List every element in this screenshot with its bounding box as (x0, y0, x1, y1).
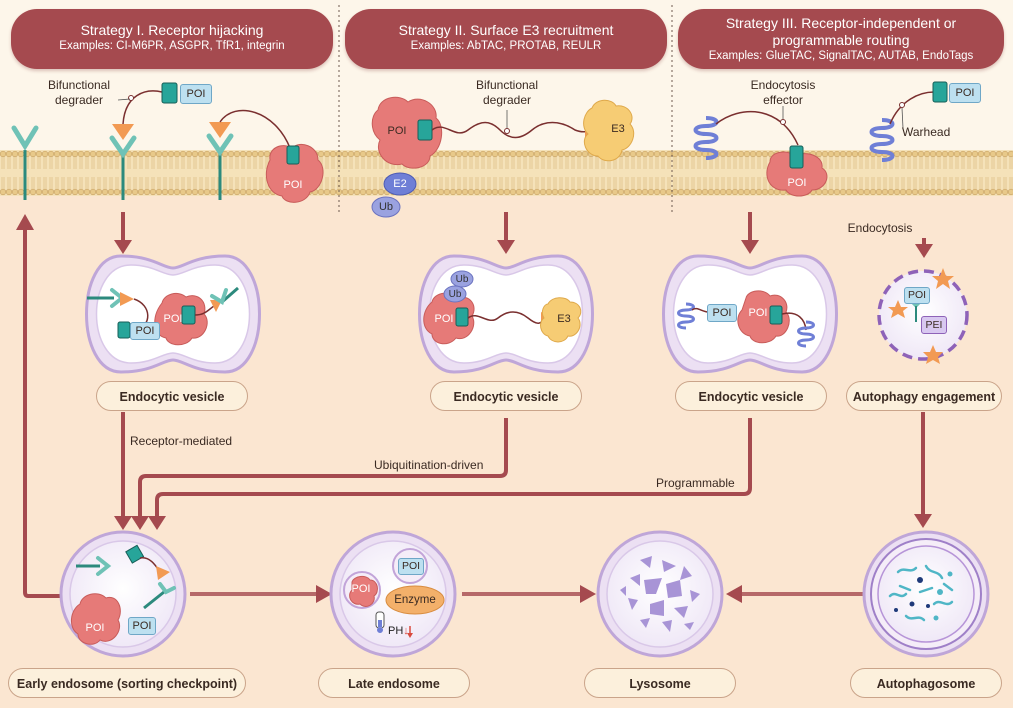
poi-protein-membrane-2 (371, 96, 443, 169)
early-endosome-body (59, 530, 187, 658)
endocytic-vesicle-label-2: Endocytic vesicle (430, 381, 582, 411)
e3-tag-1: E3 (611, 123, 625, 135)
strategy-2-header: Strategy II. Surface E3 recruitment Exam… (345, 9, 667, 69)
poi-tag-11: POI (904, 287, 930, 304)
endocytosis-label: Endocytosis (847, 221, 913, 235)
bifunctional-degrader-label-2: Bifunctional degrader (466, 78, 548, 108)
bifunctional-label-line2: degrader (482, 93, 532, 107)
strategy-3-header: Strategy III. Receptor-independent or pr… (678, 9, 1004, 69)
strategy-1-title: Strategy I. Receptor hijacking (80, 22, 264, 38)
endocytic-vesicle-label-1: Endocytic vesicle (96, 381, 248, 411)
programmable-label: Programmable (656, 476, 735, 490)
effector-linker (715, 111, 799, 146)
autophagy-engagement-vesicle (877, 268, 969, 364)
e2-enzyme (383, 172, 417, 196)
endocytosis-effector-label: Endocytosis effector (738, 78, 828, 108)
ph-down-arrow-icon: ↓ (403, 625, 409, 637)
warhead-label: Warhead (902, 125, 951, 139)
poi-tag-13: POI (128, 617, 156, 635)
poi-tag-4: POI (787, 177, 807, 189)
poi-tag-6: POI (130, 322, 160, 340)
poi-protein-membrane-3 (766, 145, 828, 197)
warhead-helix-1 (693, 116, 719, 160)
routes-to-early-endosome (121, 412, 752, 518)
strategy-2-examples: Examples: AbTAC, PROTAB, REULR (410, 40, 602, 52)
degrader-pointer (117, 98, 131, 101)
poi-protein-membrane-1 (266, 144, 324, 203)
lysosome-label: Lysosome (584, 668, 736, 698)
vesicle-2-contents (423, 270, 582, 345)
ub-top (371, 196, 401, 218)
plasma-membrane (0, 150, 1013, 196)
receptor-mediated-label: Receptor-mediated (130, 434, 233, 448)
maturation-arrows (190, 585, 865, 603)
warhead-poi-binder (932, 81, 948, 103)
e3-ligase-top (583, 99, 635, 162)
poi-tag-12: POI (85, 622, 105, 634)
ub-tag-1: Ub (378, 201, 394, 213)
poi-tag-3: POI (387, 125, 407, 137)
autophagosome-body (862, 530, 990, 658)
receptor-bound-1 (109, 82, 178, 200)
vesicle-1-contents (87, 286, 239, 346)
strategy-2-title: Strategy II. Surface E3 recruitment (398, 22, 614, 38)
pei-tag: PEI (921, 316, 947, 334)
effector-label-line2: effector (763, 93, 803, 107)
late-endosome-label: Late endosome (318, 668, 470, 698)
e2-tag: E2 (393, 178, 407, 190)
vesicle-3-contents (677, 290, 815, 348)
effector-label-line1: Endocytosis (750, 78, 816, 92)
ub-tag-3: Ub (448, 289, 462, 300)
poi-tag-1: POI (180, 84, 212, 104)
ph-tag: PH↓ (388, 625, 409, 637)
degrader-linker (431, 121, 593, 139)
recycling-arrow (16, 214, 62, 598)
autophagosome-label: Autophagosome (850, 668, 1002, 698)
route-arrowheads (114, 516, 166, 530)
bifunctional-label-line1: Bifunctional (475, 78, 539, 92)
bifunctional-degrader-label-1: Bifunctional degrader (38, 78, 120, 108)
poi-tag-5: POI (949, 83, 981, 103)
ub-tag-2: Ub (455, 274, 469, 285)
poi-tag-15: POI (398, 558, 424, 575)
early-endosome-label: Early endosome (sorting checkpoint) (8, 668, 246, 698)
enzyme-tag: Enzyme (394, 594, 436, 606)
strategy-3-title-line2: programmable routing (772, 32, 910, 48)
strategy-3-title-line1: Strategy III. Receptor-independent or (725, 15, 957, 31)
late-endosome-body (329, 530, 457, 658)
endocytic-vesicle-label-3: Endocytic vesicle (675, 381, 827, 411)
autophagy-engagement-label: Autophagy engagement (846, 381, 1002, 411)
poi-tag-7: POI (163, 313, 183, 325)
strategy-1-examples: Examples: CI-M6PR, ASGPR, TfR1, integrin (59, 40, 285, 52)
strategy-1-header: Strategy I. Receptor hijacking Examples:… (11, 9, 333, 69)
warhead-helix-2 (869, 118, 895, 162)
poi-tag-10: POI (748, 307, 768, 319)
poi-tag-9: POI (707, 304, 737, 322)
bifunctional-label-line2: degrader (54, 93, 104, 107)
bifunctional-label-line1: Bifunctional (47, 78, 111, 92)
poi-tag-8: POI (434, 313, 454, 325)
poi-tag-14: POI (351, 583, 371, 595)
lysosome-body (596, 530, 724, 658)
receptor-bound-2 (206, 109, 291, 200)
autophagy-arrow (914, 412, 932, 528)
poi-tag-2: POI (283, 179, 303, 191)
internalization-arrows (114, 212, 933, 258)
strategy-3-examples: Examples: GlueTAC, SignalTAC, AUTAB, End… (708, 50, 974, 62)
ubiquitination-driven-label: Ubiquitination-driven (374, 458, 484, 472)
receptor-empty (11, 125, 39, 200)
e3-tag-2: E3 (557, 313, 571, 325)
